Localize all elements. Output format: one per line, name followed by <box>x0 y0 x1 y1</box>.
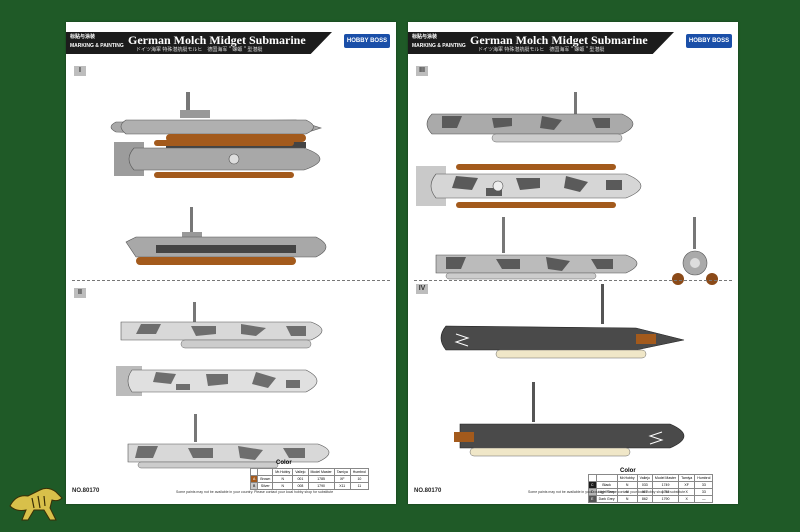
marking-label: MARKING & PAINTING <box>70 43 124 49</box>
color-table: Mr.Hobby Vallejo Model Master Tamiya Hum… <box>588 474 714 503</box>
part-number: NO.80170 <box>414 488 442 494</box>
submarine-sharkmouth-side-view <box>440 284 685 359</box>
hobbyboss-logo: HOBBY BOSS <box>344 34 390 48</box>
marking-label: MARKING & PAINTING <box>412 43 466 49</box>
cn-label: 标贴与涂装 <box>412 34 438 40</box>
table-row: C Black N 033 1749 XF 33 <box>588 481 714 489</box>
submarine-camo-side-view <box>426 92 634 143</box>
submarine-camo-top-view <box>416 164 642 208</box>
color-table-title: Color <box>620 468 636 474</box>
cn-label: 标贴与涂装 <box>70 34 96 40</box>
section-divider <box>72 280 390 281</box>
table-header-row: Mr.Hobby Vallejo Model Master Tamiya Hum… <box>588 474 714 482</box>
submarine-camo-side-view-right <box>435 217 638 280</box>
section-marker-1: I <box>74 66 86 76</box>
section-divider <box>414 280 732 281</box>
paint-note: Some paints may not be available in your… <box>176 490 334 494</box>
instruction-sheet-right: 标贴与涂装 MARKING & PAINTING German Molch Mi… <box>408 22 738 504</box>
page-subtitle: ドイツ海軍 特殊潜航艇モルヒ 德国海军＂蝾螈＂型潜艇 <box>478 47 605 53</box>
paint-note: Some paints may not be available in your… <box>528 490 686 494</box>
color-table: Mr.Hobby Vallejo Model Master Tamiya Hum… <box>249 468 370 490</box>
table-row: A Brown N 001 1785 XF 10 <box>249 475 370 483</box>
section-marker-2: II <box>74 288 86 298</box>
submarine-camo-side-view-right <box>127 414 330 469</box>
header-bar: 标贴与涂装 MARKING & PAINTING German Molch Mi… <box>66 32 332 54</box>
tiger-logo <box>9 487 63 521</box>
submarine-camo-side-view <box>120 302 323 349</box>
submarine-side-view <box>110 92 322 148</box>
table-row: E Dark Grey N 862 1790 X — <box>588 495 714 503</box>
section-marker-3: III <box>416 66 428 76</box>
section-marker-4: IV <box>416 284 428 294</box>
table-row: B Silver N 008 1790 X11 11 <box>249 482 370 490</box>
submarine-front-view <box>672 217 718 285</box>
header-bar: 标贴与涂装 MARKING & PAINTING German Molch Mi… <box>408 32 674 54</box>
page-title: German Molch Midget Submarine <box>128 33 306 47</box>
submarine-side-view-right <box>125 207 327 265</box>
part-number: NO.80170 <box>72 488 100 494</box>
color-table-title: Color <box>276 460 292 466</box>
page-subtitle: ドイツ海軍 特殊潜航艇モルヒ 德国海军＂蝾螈＂型潜艇 <box>136 47 263 53</box>
submarine-sharkmouth-side-view-right <box>454 382 685 457</box>
hobbyboss-logo: HOBBY BOSS <box>686 34 732 48</box>
instruction-sheet-left: 标贴与涂装 MARKING & PAINTING German Molch Mi… <box>66 22 396 504</box>
submarine-camo-top-view <box>116 366 318 396</box>
page-title: German Molch Midget Submarine <box>470 33 648 47</box>
table-header-row: Mr.Hobby Vallejo Model Master Tamiya Hum… <box>249 468 370 476</box>
submarine-top-view <box>114 140 321 178</box>
